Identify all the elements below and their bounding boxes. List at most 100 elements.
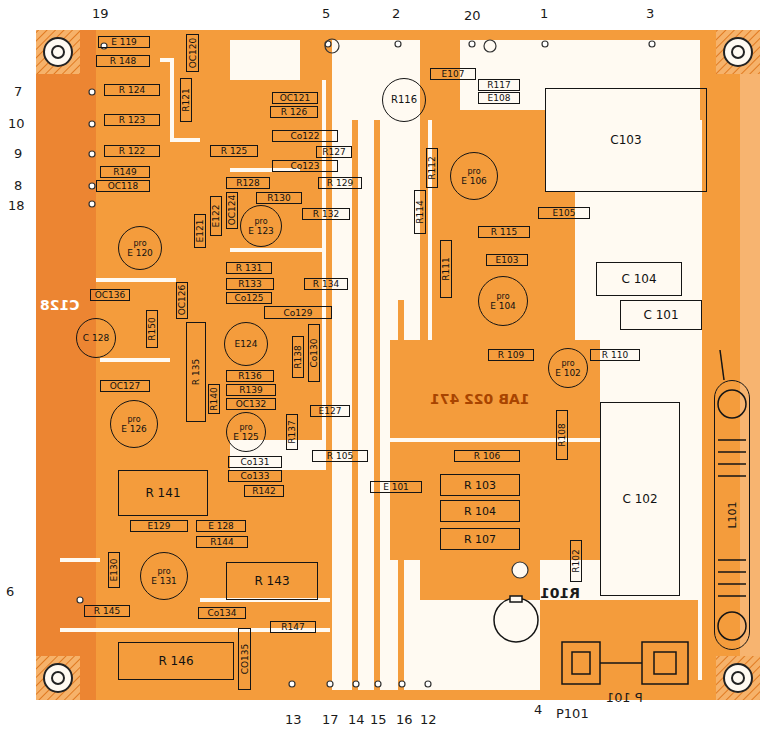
component-label: OC124 — [227, 195, 237, 226]
component-box: R 115 — [478, 226, 530, 238]
component-label: E129 — [148, 521, 171, 531]
pin-number: 1 — [540, 6, 548, 21]
component-box: R136 — [226, 370, 274, 382]
pin-number: 13 — [285, 712, 302, 727]
component-box: OC124 — [226, 192, 238, 229]
component-label: C103 — [610, 133, 641, 147]
component-label: E 125 — [233, 432, 259, 442]
component-box: R 124 — [104, 84, 160, 96]
component-box: R 104 — [440, 500, 520, 522]
potentiometer-outline: R116 — [382, 78, 426, 122]
pin-number: 8 — [14, 178, 22, 193]
component-label: R137 — [287, 420, 297, 443]
component-label: E 104 — [490, 301, 516, 311]
component-label: R 135 — [191, 359, 201, 385]
component-label: R114 — [415, 200, 425, 223]
component-label: R121 — [181, 88, 191, 111]
component-label: E 106 — [461, 176, 487, 186]
component-label: C 128 — [83, 333, 109, 343]
board — [36, 30, 760, 700]
component-label: OC126 — [177, 285, 187, 316]
solder-pads — [77, 39, 655, 687]
potentiometer-outline: C 128 — [76, 318, 116, 358]
transistor-outline: proE 125 — [226, 412, 266, 452]
component-box: R108 — [556, 410, 568, 460]
pin-number: 7 — [14, 84, 22, 99]
component-label: E 101 — [383, 482, 409, 492]
component-label: R 145 — [94, 606, 120, 616]
component-label: R 105 — [327, 451, 353, 461]
component-label: E127 — [319, 406, 342, 416]
component-label: R130 — [267, 193, 290, 203]
transistor-outline: proE 102 — [548, 348, 588, 388]
board-marking: 1AB 022 471 — [430, 392, 529, 407]
component-box: R 146 — [118, 642, 234, 680]
pin-number: 6 — [6, 584, 14, 599]
component-label: CO135 — [240, 644, 250, 675]
component-box: E 101 — [370, 481, 422, 493]
component-label: R128 — [236, 178, 259, 188]
transistor-outline: E124 — [224, 322, 268, 366]
component-box: R138 — [292, 336, 304, 378]
edge-strip — [740, 30, 760, 700]
component-box: R 103 — [440, 474, 520, 496]
component-box: R140 — [208, 384, 220, 414]
component-label: R 109 — [498, 350, 524, 360]
component-label: R139 — [239, 385, 262, 395]
component-box: E107 — [430, 68, 476, 80]
component-label: Co125 — [235, 293, 264, 303]
component-box: C103 — [545, 88, 707, 192]
component-label: R149 — [113, 167, 136, 177]
component-box: E130 — [108, 552, 120, 588]
component-box: R114 — [414, 190, 426, 234]
board-marking: R101 — [540, 586, 580, 601]
component-label: C 104 — [621, 272, 656, 286]
pin-number: 5 — [322, 6, 330, 21]
component-box: R 125 — [210, 145, 258, 157]
component-box: CO135 — [238, 628, 251, 690]
pin-number: 2 — [392, 6, 400, 21]
component-label: pro — [496, 292, 509, 301]
component-label: Co123 — [291, 161, 320, 171]
pin-number: 15 — [370, 712, 387, 727]
pin-number: 17 — [322, 712, 339, 727]
component-label: R 126 — [281, 107, 307, 117]
component-label: pro — [239, 423, 252, 432]
component-label: Co122 — [291, 131, 320, 141]
component-label: R147 — [281, 622, 304, 632]
component-label: E 119 — [111, 37, 137, 47]
transistor-outline: proE 131 — [140, 552, 188, 600]
component-label: R112 — [427, 156, 437, 179]
component-label: E130 — [109, 559, 119, 582]
component-label: E108 — [488, 93, 511, 103]
component-label: E103 — [496, 255, 519, 265]
component-box: Co123 — [272, 160, 338, 172]
component-label: Co134 — [208, 608, 237, 618]
component-box: Co131 — [228, 456, 282, 468]
component-box: R137 — [286, 414, 298, 450]
component-box: R121 — [180, 78, 192, 122]
component-label: L101 — [726, 501, 739, 528]
component-box: R 141 — [118, 470, 208, 516]
component-label: R150 — [147, 317, 157, 340]
component-label: E124 — [235, 339, 258, 349]
isolation-gaps — [60, 60, 700, 680]
component-box: R 122 — [104, 145, 160, 157]
component-label: OC118 — [108, 181, 139, 191]
component-box: R 106 — [454, 450, 520, 462]
component-box: Co130 — [308, 324, 320, 382]
component-box: R 110 — [590, 349, 640, 361]
component-box: R102 — [570, 540, 582, 582]
component-label: R 123 — [119, 115, 145, 125]
component-box: E 119 — [98, 36, 150, 48]
pin-number: 9 — [14, 146, 22, 161]
transistor-outline: proE 104 — [478, 276, 528, 326]
component-label: OC121 — [280, 93, 311, 103]
component-box: R112 — [426, 148, 438, 188]
mounting-holes — [36, 30, 760, 700]
board-marking: C128 — [40, 298, 80, 313]
component-box: R 135 — [186, 322, 206, 422]
component-label: Co129 — [284, 308, 313, 318]
component-label: E 126 — [121, 424, 147, 434]
